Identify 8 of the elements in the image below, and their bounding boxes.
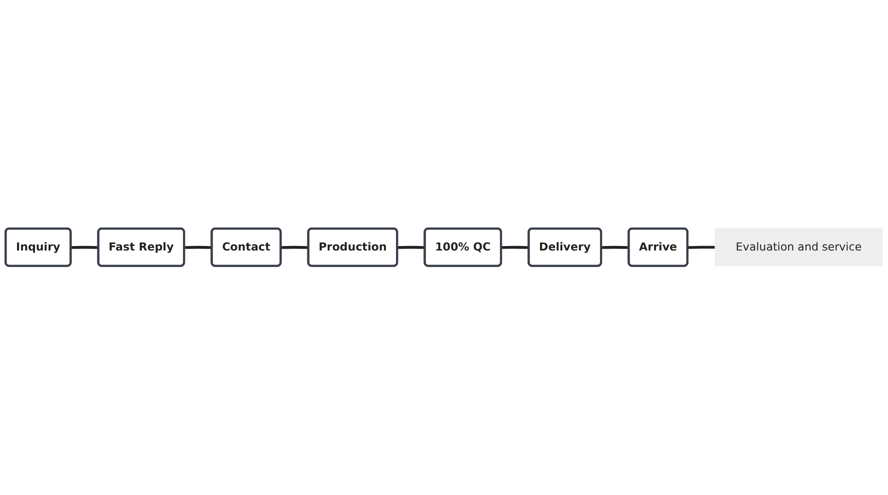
connector [280,246,309,250]
connector [501,246,530,250]
connector [601,246,630,250]
connector [688,246,716,250]
connector [397,246,426,250]
node-box: Evaluation and service [714,228,883,266]
connector [184,246,212,250]
connector [70,246,99,250]
